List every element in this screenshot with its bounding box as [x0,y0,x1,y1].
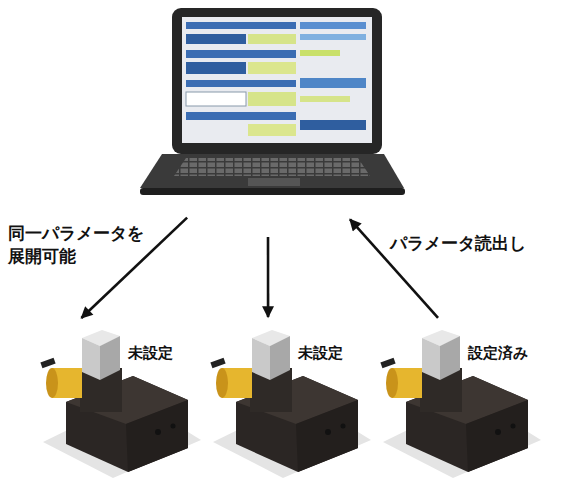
drawing-part [300,50,340,56]
drawing-part [248,34,296,44]
drawing-part [248,62,296,74]
drawing-part [248,178,300,186]
flow-arrow [267,237,270,317]
drawing-part [186,62,246,74]
drawing-part [300,22,366,29]
drawing-part [140,154,404,188]
drawing-part [300,34,366,40]
drawing-part [174,158,370,176]
laptop [140,5,405,197]
drawing-part [186,34,246,44]
motor-drawing [210,330,371,478]
arrow-label: パラメータ読出し [390,232,560,255]
drawing-part [186,112,296,120]
drawing-part [186,80,296,87]
drawing-part [248,124,296,136]
drawing-part [300,120,366,130]
arrow-label: 同一パラメータを 展開可能 [8,222,158,268]
motor-unit: 設定済み [378,320,543,480]
drawing-part [186,22,296,29]
drawing-part [172,8,382,154]
drawing-part [300,78,366,88]
drawing-part [182,17,372,143]
motor-drawing [40,330,201,478]
status-label: 未設定 [128,344,173,362]
motor-drawing [380,330,541,478]
status-label: 設定済み [468,344,528,362]
drawing-part [248,92,296,106]
status-label: 未設定 [298,344,343,362]
motor-unit: 未設定 [38,320,203,480]
laptop-drawing [140,8,405,195]
drawing-part [140,188,405,195]
motor-unit: 未設定 [208,320,373,480]
drawing-part [186,92,246,106]
drawing-part [300,96,350,102]
drawing-part [186,50,296,58]
